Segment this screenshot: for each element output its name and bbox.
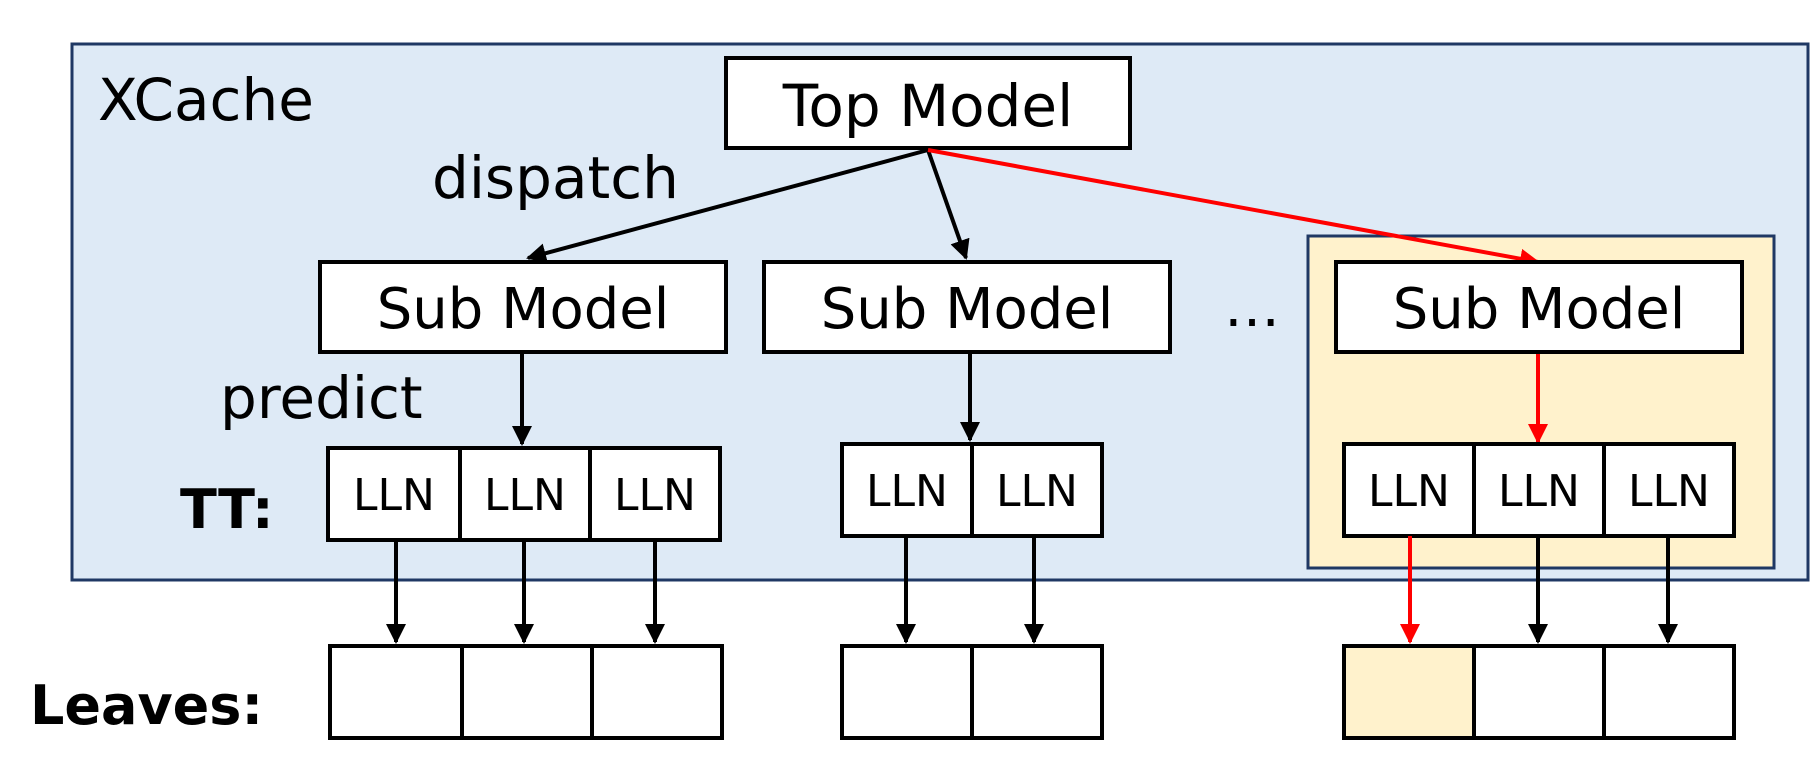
- lln-label-1-3: LLN: [614, 470, 696, 521]
- lln-label-2-1: LLN: [866, 466, 948, 517]
- leaf-1-3: [590, 644, 724, 740]
- predict-label: predict: [220, 364, 423, 432]
- leaf-3-3: [1602, 644, 1736, 740]
- xcache-label: XCache: [98, 66, 314, 134]
- lln-label-3-1: LLN: [1368, 466, 1450, 517]
- lln-label-2-2: LLN: [996, 466, 1078, 517]
- lln-box-3-2: [1472, 442, 1606, 538]
- leaf-1-1: [328, 644, 464, 740]
- lln-label-1-2: LLN: [484, 470, 566, 521]
- lln-box-2-2: [970, 442, 1104, 538]
- lln-box-2-1: [840, 442, 974, 538]
- lln-label-3-2: LLN: [1498, 466, 1580, 517]
- leaf-3-1-highlighted: [1342, 644, 1476, 740]
- sub-model-label-3: Sub Model: [1393, 277, 1686, 342]
- sub-model-box-1: [318, 260, 728, 354]
- lln-box-1-1: [326, 446, 462, 542]
- ellipsis: …: [1224, 275, 1280, 340]
- leaves-label: Leaves:: [30, 674, 263, 737]
- dispatch-arrow-2: [926, 149, 970, 260]
- top-model-box: [724, 56, 1132, 150]
- dispatch-label: dispatch: [432, 144, 679, 212]
- sub-model-label-1: Sub Model: [377, 277, 670, 342]
- sub-model-box-3: [1334, 260, 1744, 354]
- lln-label-3-3: LLN: [1628, 466, 1710, 517]
- top-model-label: Top Model: [782, 72, 1073, 140]
- sub-model-box-2: [762, 260, 1172, 354]
- leaf-2-2: [970, 644, 1104, 740]
- lln-box-1-2: [458, 446, 592, 542]
- leaf-1-2: [460, 644, 594, 740]
- lln-box-3-3: [1602, 442, 1736, 538]
- lln-box-3-1: [1342, 442, 1476, 538]
- lln-label-1-1: LLN: [353, 470, 435, 521]
- leaf-2-1: [840, 644, 974, 740]
- dispatch-arrow-1: [526, 148, 929, 263]
- leaf-3-2: [1472, 644, 1606, 740]
- dispatch-arrow-3-highlighted: [927, 148, 1540, 269]
- sub-model-label-2: Sub Model: [821, 277, 1114, 342]
- tt-label: TT:: [180, 478, 274, 541]
